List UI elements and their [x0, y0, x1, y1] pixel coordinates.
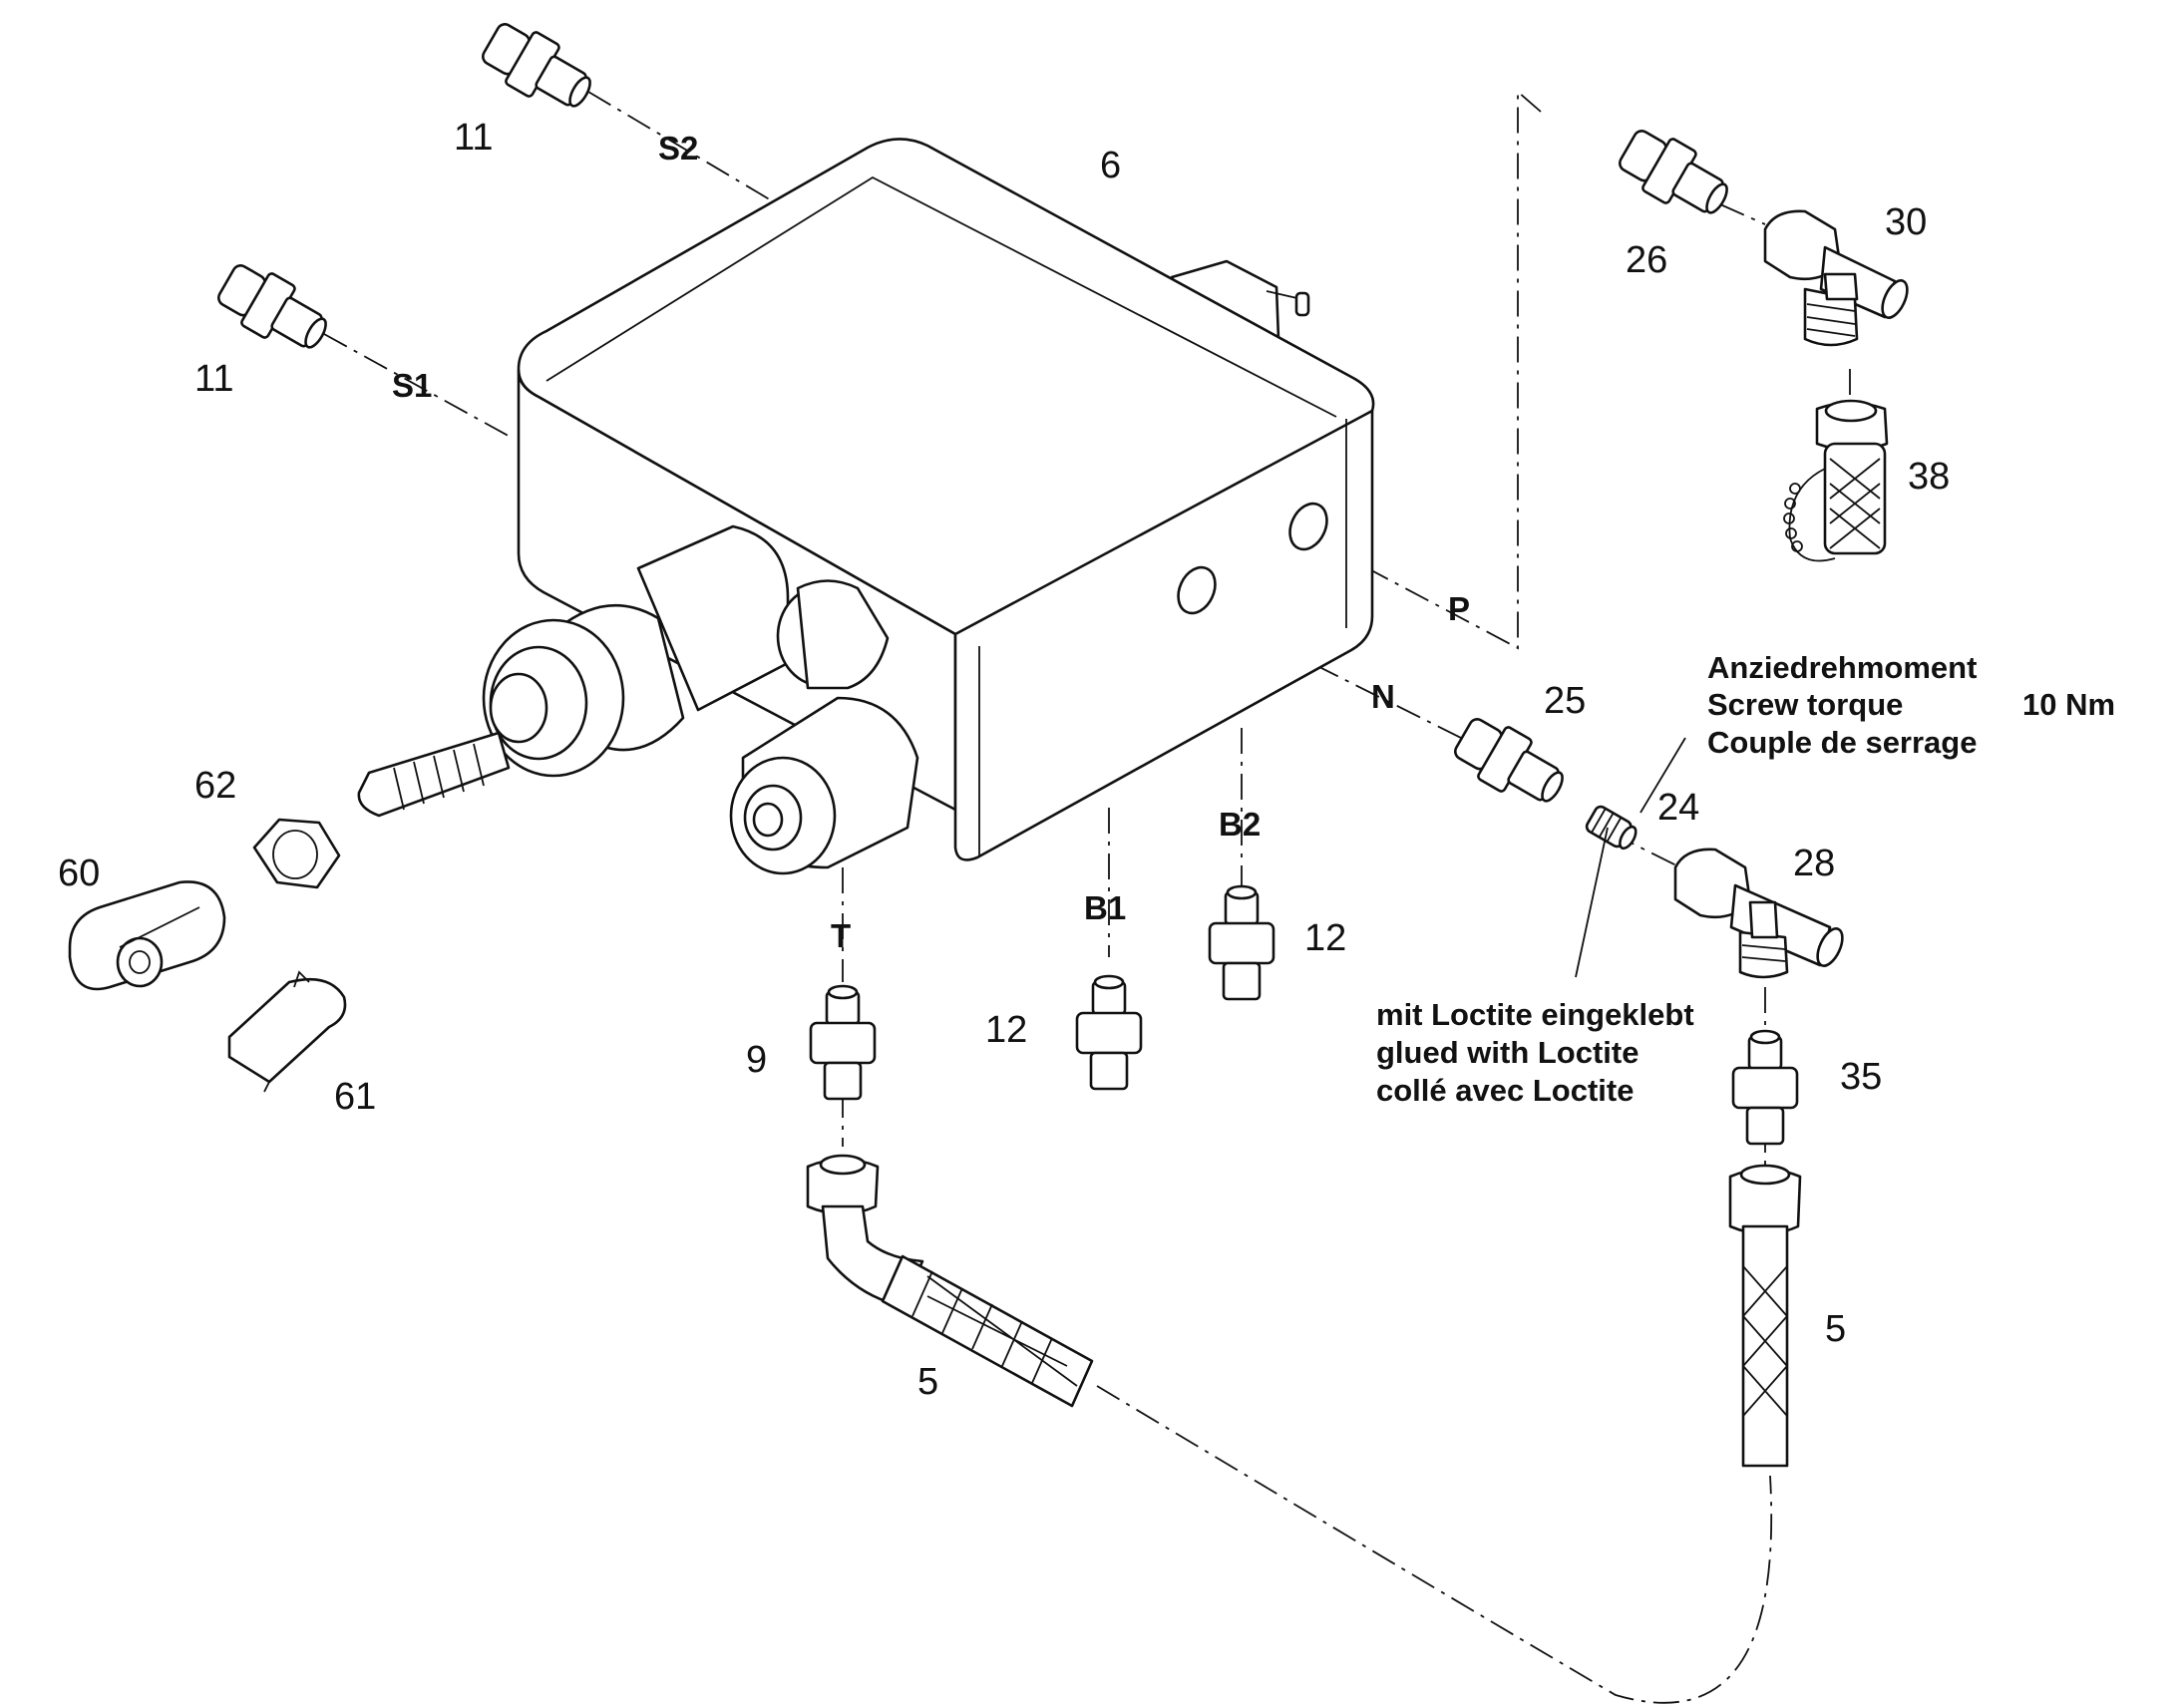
hose-5-left	[806, 1154, 1094, 1408]
banjo-fitting-28	[1673, 848, 1844, 979]
cap-38	[1783, 399, 1889, 562]
fitting-12-right	[1208, 884, 1275, 1001]
part-number-24: 24	[1657, 787, 1699, 829]
loctite-note-line-2: glued with Loctite	[1376, 1035, 1639, 1070]
part-number-28: 28	[1793, 843, 1835, 884]
clevis-60	[68, 880, 226, 991]
port-label-b2: B2	[1219, 806, 1261, 843]
part-number-9: 9	[746, 1039, 767, 1081]
fitting-25	[1453, 718, 1564, 803]
part-number-26: 26	[1626, 239, 1667, 281]
part-number-25: 25	[1544, 680, 1586, 722]
part-number-11-left: 11	[194, 358, 233, 400]
part-number-6: 6	[1100, 145, 1121, 186]
port-label-s2: S2	[658, 130, 698, 167]
part-number-35: 35	[1840, 1056, 1882, 1098]
port-labels: S2 S1 P N T B1 B2	[392, 130, 1470, 954]
valve-block	[357, 138, 1375, 875]
part-number-12-left: 12	[985, 1009, 1027, 1051]
torque-note-leader	[1639, 737, 1686, 814]
part-number-30: 30	[1885, 201, 1927, 243]
loctite-note-line-3: collé avec Loctite	[1376, 1073, 1634, 1108]
torque-note-line-3: Couple de serrage	[1707, 725, 1977, 760]
part-number-5-right: 5	[1825, 1308, 1846, 1350]
fitting-12-left	[1075, 974, 1143, 1091]
torque-note-line-2: Screw torque	[1707, 687, 1903, 722]
port-label-p: P	[1448, 590, 1470, 627]
part-number-61: 61	[334, 1076, 376, 1118]
torque-note-line-1: Anziedrehmoment	[1707, 650, 1977, 685]
port-label-b1: B1	[1084, 889, 1126, 926]
part-number-11-top: 11	[454, 117, 493, 159]
part-number-38: 38	[1908, 456, 1950, 498]
port-label-s1: S1	[392, 367, 432, 404]
part-number-labels: 11 11 6 26 30 38 25 24 28 62 60 61 9 12 …	[58, 117, 1950, 1403]
fitting-26	[1618, 130, 1728, 214]
banjo-fitting-30	[1763, 209, 1909, 347]
torque-value: 10 Nm	[2022, 687, 2115, 722]
torque-note: Anziedrehmoment Screw torque Couple de s…	[1707, 650, 2115, 760]
loctite-note-line-1: mit Loctite eingeklebt	[1376, 997, 1694, 1032]
loctite-note-leader	[1575, 827, 1609, 978]
clip-61	[227, 970, 347, 1093]
part-number-12-right: 12	[1304, 917, 1346, 959]
insert-24	[1585, 805, 1637, 851]
port-label-n: N	[1371, 678, 1395, 715]
fitting-11-top	[481, 23, 591, 108]
part-number-62: 62	[194, 765, 236, 807]
fitting-35	[1731, 1029, 1799, 1146]
nut-62	[252, 818, 341, 889]
port-label-t: T	[831, 917, 851, 954]
part-number-60: 60	[58, 853, 100, 894]
loctite-note: mit Loctite eingeklebt glued with Loctit…	[1376, 997, 1694, 1108]
fitting-11-left	[216, 264, 327, 349]
fitting-9	[809, 984, 877, 1101]
part-number-5-left: 5	[917, 1361, 938, 1403]
hose-5-right	[1728, 1164, 1802, 1468]
